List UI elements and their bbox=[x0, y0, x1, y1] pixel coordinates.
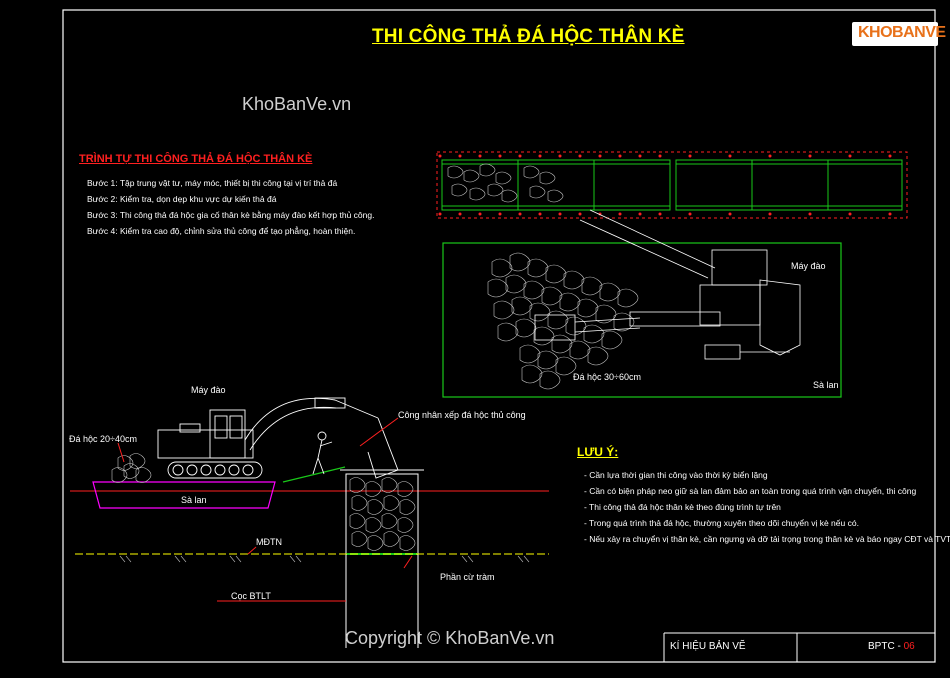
section-excavator bbox=[157, 397, 399, 479]
mdtn-label: MĐTN bbox=[256, 537, 282, 547]
plan-rock-label: Đá hộc 30÷60cm bbox=[573, 372, 641, 382]
plan-rock-pile bbox=[487, 252, 639, 390]
section-rock-label: Đá hộc 20÷40cm bbox=[69, 434, 137, 444]
plan-view-box bbox=[442, 242, 842, 398]
note-item: - Cần lựa thời gian thi công vào thời kỳ… bbox=[584, 470, 768, 480]
note-item: - Thi công thả đá hộc thân kè theo đúng … bbox=[584, 502, 781, 512]
ramp bbox=[282, 466, 346, 483]
note-item: - Cần có biện pháp neo giữ sà lan đảm bả… bbox=[584, 486, 917, 496]
plan-strip-rock bbox=[447, 163, 564, 203]
note-item: - Nếu xảy ra chuyển vị thân kè, cần ngưn… bbox=[584, 534, 950, 544]
procedure-step: Bước 1: Tập trung vật tư, máy móc, thiết… bbox=[87, 178, 338, 188]
plan-strip-dots bbox=[438, 154, 892, 216]
procedure-step: Bước 2: Kiểm tra, dọn dẹp khu vực dự kiế… bbox=[87, 194, 277, 204]
leader-mdtn bbox=[247, 546, 257, 555]
plan-excavator-label: Máy đào bbox=[791, 261, 826, 271]
watermark-bottom: Copyright © KhoBanVe.vn bbox=[345, 628, 555, 648]
ground-hatch bbox=[119, 555, 530, 563]
plan-barge-label: Sà lan bbox=[813, 380, 839, 390]
watermark-top: KhoBanVe.vn bbox=[242, 94, 352, 114]
sheet-border bbox=[62, 9, 936, 663]
plan-strip bbox=[436, 151, 908, 219]
barge-rock bbox=[111, 453, 152, 483]
worker-label: Công nhân xếp đá hộc thủ công bbox=[398, 410, 526, 420]
procedure-step: Bước 3: Thi công thả đá hộc gia cố thân … bbox=[87, 210, 375, 220]
procedure-step: Bước 4: Kiểm tra cao độ, chỉnh sửa thủ c… bbox=[87, 226, 356, 236]
drawing-code-number: 06 bbox=[903, 641, 915, 652]
procedure-heading: TRÌNH TỰ THI CÔNG THẢ ĐÁ HỘC THÂN KÈ bbox=[79, 153, 313, 165]
leader-rock bbox=[117, 442, 125, 463]
note-item: - Trong quá trình thả đá hộc, thường xuy… bbox=[584, 518, 859, 528]
worker-figure bbox=[312, 431, 333, 475]
notes-heading: LƯU Ý: bbox=[577, 445, 619, 459]
section-excavator-label: Máy đào bbox=[191, 385, 226, 395]
drawing-code-prefix: BPTC - bbox=[868, 641, 904, 652]
khobanve-logo: KHOBANVE bbox=[852, 22, 946, 46]
embankment-rock bbox=[349, 477, 416, 551]
leader-worker bbox=[359, 417, 399, 447]
section-barge-label: Sà lan bbox=[181, 495, 207, 505]
plan-excavator bbox=[534, 209, 801, 360]
piles-top-label: Phần cừ tràm bbox=[440, 572, 495, 582]
leader-piles bbox=[403, 555, 413, 569]
barge bbox=[92, 481, 276, 509]
drawing-code: BPTC - 06 bbox=[868, 641, 915, 652]
drawing-title: THI CÔNG THẢ ĐÁ HỘC THÂN KÈ bbox=[372, 26, 685, 47]
title-block-label: KÍ HIỆU BẢN VẼ bbox=[670, 641, 746, 652]
pile-label: Cọc BTLT bbox=[231, 591, 271, 601]
